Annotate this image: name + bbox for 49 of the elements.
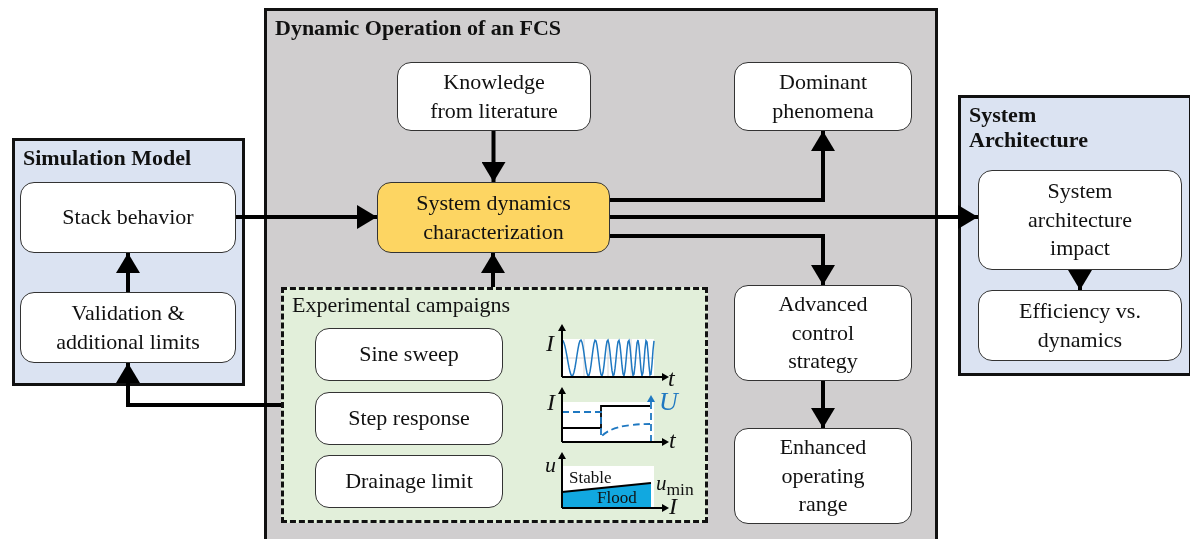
- node-label: System architecture impact: [1027, 177, 1133, 263]
- node-label: System dynamics characterization: [415, 188, 572, 246]
- process-box: [20, 182, 236, 253]
- axis-label: U: [659, 389, 678, 415]
- group-panel: [12, 138, 245, 386]
- arrow: [116, 363, 281, 407]
- axis-label: I: [546, 331, 554, 355]
- axis-label: u: [545, 454, 556, 476]
- node-label: Sine sweep: [359, 340, 459, 369]
- process-box: [315, 392, 503, 445]
- process-box: [20, 292, 236, 363]
- process-box: [315, 455, 503, 508]
- arrow: [481, 131, 506, 182]
- arrow: [811, 381, 835, 428]
- process-box: [377, 182, 610, 253]
- group-title: Experimental campaigns: [292, 292, 511, 318]
- group-title: System Architecture: [969, 102, 1089, 153]
- region-label: Flood: [597, 489, 637, 506]
- axis-label: I: [547, 390, 555, 414]
- process-box: [978, 170, 1182, 270]
- node-label: Efficiency vs. dynamics: [1018, 296, 1142, 354]
- node-label: Enhanced operating range: [778, 433, 868, 519]
- arrow: [610, 234, 835, 285]
- region-label: Stable: [569, 469, 612, 486]
- arrow: [610, 205, 978, 229]
- process-box: [978, 290, 1182, 361]
- arrow: [481, 253, 505, 287]
- process-box: [315, 328, 503, 381]
- arrow: [610, 131, 835, 202]
- group-panel: [264, 8, 938, 539]
- node-label: Stack behavior: [62, 203, 194, 232]
- arrow: [1068, 270, 1092, 290]
- process-box: [734, 428, 912, 524]
- process-box: [734, 62, 912, 131]
- group-title: Simulation Model: [23, 145, 192, 171]
- process-box: [734, 285, 912, 381]
- node-label: Drainage limit: [345, 467, 473, 496]
- arrow: [116, 253, 140, 292]
- node-label: Advanced control strategy: [777, 290, 869, 376]
- arrow: [236, 205, 377, 229]
- axis-label: t: [669, 428, 676, 452]
- process-box: [397, 62, 591, 131]
- node-label: Dominant phenomena: [771, 67, 875, 125]
- group-title: Dynamic Operation of an FCS: [275, 15, 561, 41]
- node-label: Step response: [348, 404, 470, 433]
- group-panel: [958, 95, 1190, 376]
- axis-label: t: [668, 366, 675, 390]
- node-label: Validation & additional limits: [55, 298, 201, 356]
- node-label: Knowledge from literature: [429, 67, 559, 125]
